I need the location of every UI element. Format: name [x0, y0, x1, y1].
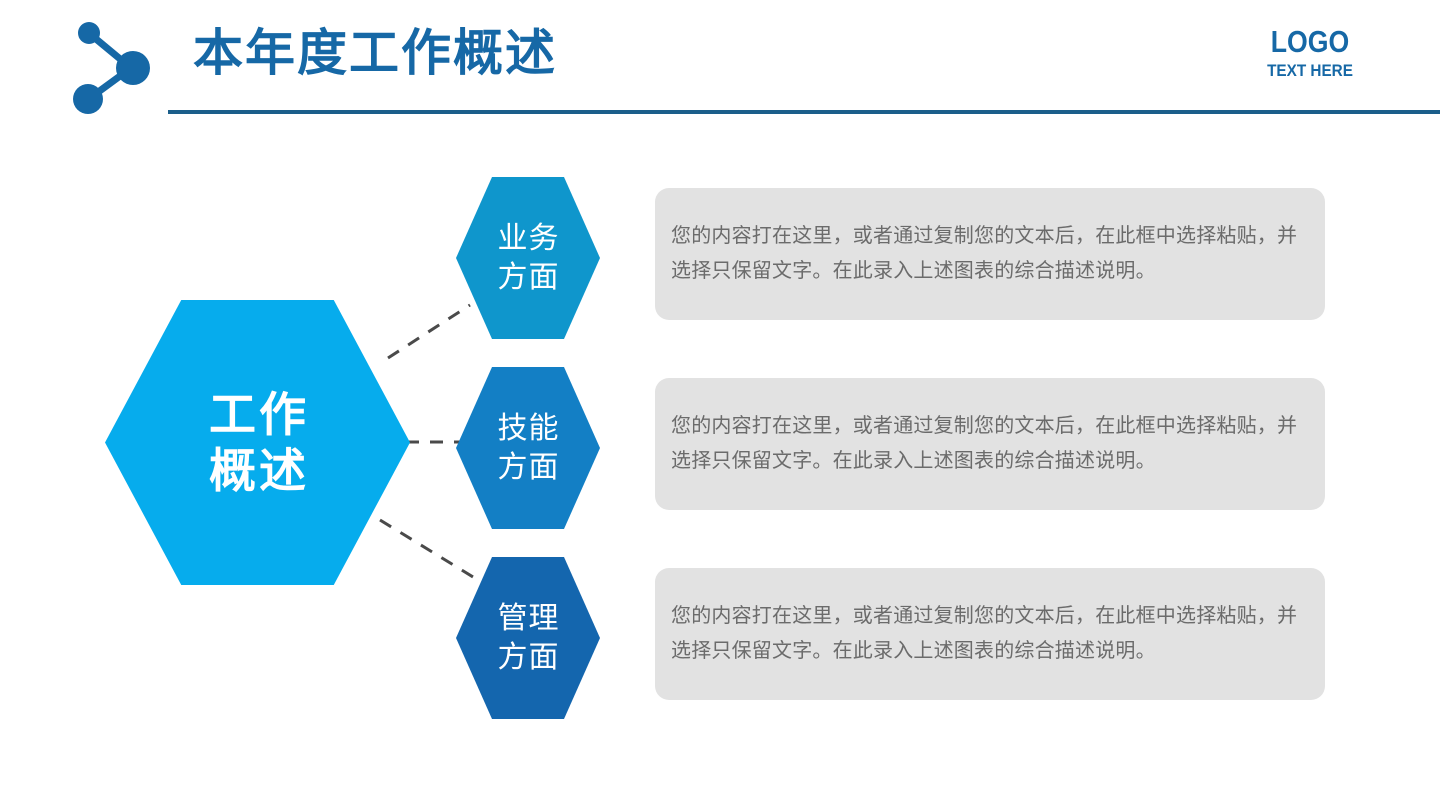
description-panel-skill-text: 您的内容打在这里，或者通过复制您的文本后，在此框中选择粘贴，并选择只保留文字。在…: [671, 415, 1298, 472]
page-title: 本年度工作概述: [193, 25, 557, 81]
description-panel-management-text: 您的内容打在这里，或者通过复制您的文本后，在此框中选择粘贴，并选择只保留文字。在…: [671, 605, 1298, 662]
description-panel-business-text: 您的内容打在这里，或者通过复制您的文本后，在此框中选择粘贴，并选择只保留文字。在…: [671, 225, 1298, 282]
description-panel-business[interactable]: 您的内容打在这里，或者通过复制您的文本后，在此框中选择粘贴，并选择只保留文字。在…: [655, 188, 1325, 320]
description-panel-skill[interactable]: 您的内容打在这里，或者通过复制您的文本后，在此框中选择粘贴，并选择只保留文字。在…: [655, 378, 1325, 510]
logo-main-text: LOGO: [1270, 24, 1350, 59]
node-hexagon-management-line1: 管理: [497, 602, 560, 635]
connector-line-3: [379, 518, 479, 582]
center-hexagon-label-line2: 概述: [209, 443, 309, 497]
slide-header: 本年度工作概述 LOGO TEXT HERE: [0, 0, 1443, 130]
logo-sub-text: TEXT HERE: [1267, 61, 1353, 80]
node-hexagon-skill[interactable]: 技能 方面: [456, 367, 600, 529]
node-hexagon-management[interactable]: 管理 方面: [456, 557, 600, 719]
header-divider: [168, 110, 1440, 114]
node-hexagon-business-line1: 业务: [497, 222, 560, 255]
node-hexagon-business[interactable]: 业务 方面: [456, 177, 600, 339]
share-network-icon: [62, 16, 170, 116]
node-hexagon-skill-line2: 方面: [497, 451, 560, 484]
node-hexagon-skill-line1: 技能: [497, 412, 560, 445]
diagram-area: 工作 概述 业务 方面 技能 方面 管理 方面 您的内容打在这里，或者通过复制您…: [0, 130, 1443, 806]
description-panel-management[interactable]: 您的内容打在这里，或者通过复制您的文本后，在此框中选择粘贴，并选择只保留文字。在…: [655, 568, 1325, 700]
logo[interactable]: LOGO TEXT HERE: [1235, 26, 1385, 81]
node-hexagon-business-line2: 方面: [497, 261, 560, 294]
center-hexagon-label-line1: 工作: [209, 388, 309, 442]
node-hexagon-management-line2: 方面: [497, 641, 560, 674]
connector-line-1: [387, 303, 471, 360]
